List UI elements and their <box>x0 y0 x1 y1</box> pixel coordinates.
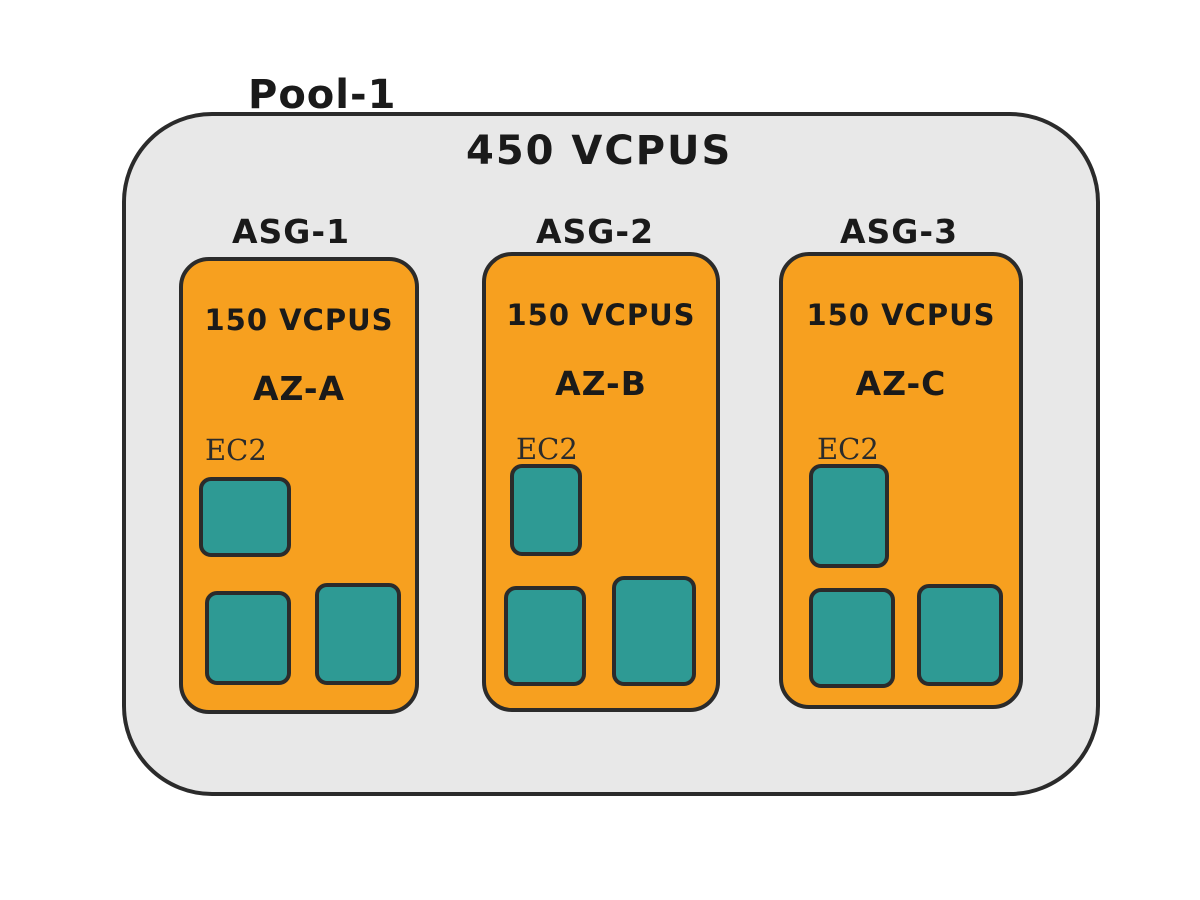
asg-2-ec2-label: EC2 <box>516 432 578 466</box>
asg-1-ec2-instance-2 <box>205 591 291 685</box>
asg-3-ec2-label: EC2 <box>817 432 879 466</box>
asg-2-ec2-instance-3 <box>612 576 696 686</box>
asg-2-ec2-instance-1 <box>510 464 582 556</box>
asg-1-vcpus: 150 VCPUS <box>204 303 394 337</box>
asg-2-az: AZ-B <box>555 364 647 403</box>
asg-3-ec2-instance-2 <box>809 588 895 688</box>
pool-vcpus: 450 VCPUS <box>466 128 733 174</box>
asg-2-box: 150 VCPUS AZ-B EC2 <box>482 252 720 712</box>
asg-3-ec2-instance-1 <box>809 464 889 568</box>
asg-1-label: ASG-1 <box>232 212 351 251</box>
asg-2-vcpus: 150 VCPUS <box>506 298 696 332</box>
asg-3-label: ASG-3 <box>840 212 959 251</box>
asg-1-ec2-instance-1 <box>199 477 291 557</box>
pool-label: Pool-1 <box>248 72 397 118</box>
asg-1-box: 150 VCPUS AZ-A EC2 <box>179 257 419 714</box>
asg-3-az: AZ-C <box>855 364 947 403</box>
asg-2-ec2-instance-2 <box>504 586 586 686</box>
asg-1-az: AZ-A <box>252 369 346 408</box>
asg-1-ec2-instance-3 <box>315 583 401 685</box>
asg-3-vcpus: 150 VCPUS <box>806 298 996 332</box>
asg-2-label: ASG-2 <box>536 212 655 251</box>
asg-3-ec2-instance-3 <box>917 584 1003 686</box>
asg-1-ec2-label: EC2 <box>205 433 267 467</box>
asg-3-box: 150 VCPUS AZ-C EC2 <box>779 252 1023 709</box>
